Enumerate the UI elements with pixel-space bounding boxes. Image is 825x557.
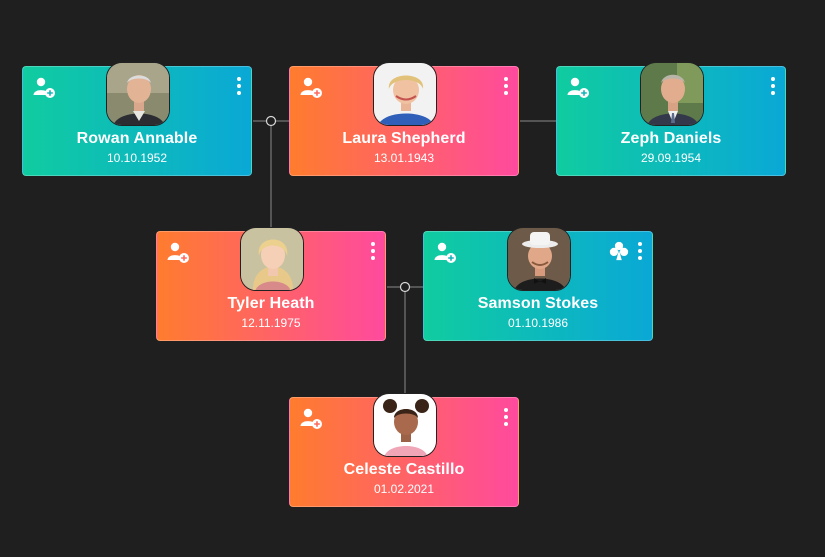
more-vertical-icon[interactable] [368, 242, 378, 262]
person-card-laura[interactable]: Laura Shepherd 13.01.1943 [289, 62, 519, 176]
more-vertical-icon[interactable] [234, 77, 244, 97]
club-icon[interactable] [608, 240, 630, 262]
person-birth-date: 01.02.2021 [373, 482, 435, 496]
person-card-zeph[interactable]: Zeph Daniels 29.09.1954 [556, 62, 786, 176]
person-name: Celeste Castillo [343, 461, 465, 478]
avatar [640, 62, 704, 126]
person-card-samson[interactable]: Samson Stokes 01.10.1986 [423, 227, 653, 341]
person-birth-date: 13.01.1943 [373, 151, 435, 165]
person-birth-date: 29.09.1954 [640, 151, 702, 165]
union-node [399, 281, 411, 293]
add-person-icon[interactable] [299, 406, 323, 430]
person-name: Samson Stokes [477, 295, 599, 312]
avatar [373, 393, 437, 457]
avatar [507, 227, 571, 291]
add-person-icon[interactable] [166, 240, 190, 264]
add-person-icon[interactable] [566, 75, 590, 99]
person-name: Zeph Daniels [620, 130, 722, 147]
person-name: Rowan Annable [76, 130, 198, 147]
avatar [240, 227, 304, 291]
more-vertical-icon[interactable] [501, 408, 511, 428]
person-birth-date: 10.10.1952 [106, 151, 168, 165]
person-name: Laura Shepherd [342, 130, 466, 147]
avatar [106, 62, 170, 126]
add-person-icon[interactable] [32, 75, 56, 99]
more-vertical-icon[interactable] [635, 242, 645, 262]
person-card-celeste[interactable]: Celeste Castillo 01.02.2021 [289, 393, 519, 507]
avatar [373, 62, 437, 126]
person-card-rowan[interactable]: Rowan Annable 10.10.1952 [22, 62, 252, 176]
union-node [265, 115, 277, 127]
person-card-tyler[interactable]: Tyler Heath 12.11.1975 [156, 227, 386, 341]
person-birth-date: 12.11.1975 [241, 316, 301, 330]
person-birth-date: 01.10.1986 [507, 316, 569, 330]
add-person-icon[interactable] [433, 240, 457, 264]
add-person-icon[interactable] [299, 75, 323, 99]
person-name: Tyler Heath [227, 295, 315, 312]
more-vertical-icon[interactable] [768, 77, 778, 97]
more-vertical-icon[interactable] [501, 77, 511, 97]
